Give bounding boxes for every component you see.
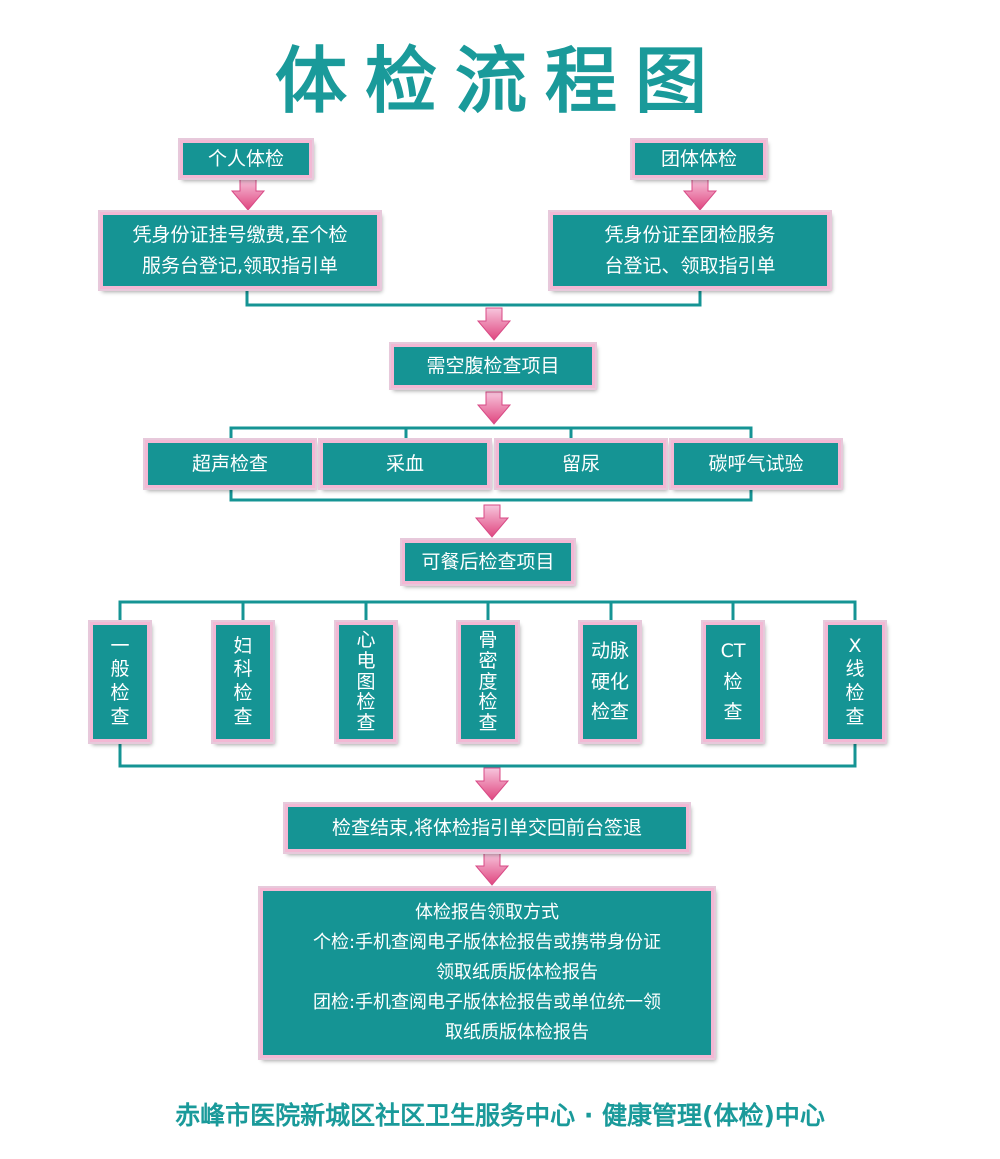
down-arrow-icon bbox=[474, 852, 510, 886]
split-line-fasting bbox=[229, 426, 753, 440]
down-arrow-icon bbox=[474, 767, 510, 801]
report-group-line-2: 取纸质版体检报告 bbox=[445, 1022, 589, 1043]
down-arrow-icon bbox=[474, 504, 510, 538]
merge-line-after-meal bbox=[118, 742, 857, 768]
after-meal-item-ct: CT 检 查 bbox=[703, 622, 763, 742]
report-individual-line-2: 领取纸质版体检报告 bbox=[436, 962, 598, 983]
report-collection-box: 体检报告领取方式 个检:手机查阅电子版体检报告或携带身份证 领取纸质版体检报告 … bbox=[260, 888, 714, 1058]
merge-line-registration bbox=[245, 289, 702, 307]
page-title: 体检流程图 bbox=[274, 39, 725, 123]
individual-register-box: 凭身份证挂号缴费,至个检 服务台登记,领取指引单 bbox=[100, 212, 380, 289]
after-meal-item-xray: X 线 检 查 bbox=[825, 622, 885, 742]
individual-exam-box: 个人体检 bbox=[180, 140, 312, 178]
after-meal-item-arteriosclerosis: 动脉 硬化 检查 bbox=[580, 622, 640, 742]
down-arrow-icon bbox=[230, 177, 266, 211]
report-heading: 体检报告领取方式 bbox=[415, 902, 559, 923]
after-meal-item-bone-density: 骨 密 度 检 查 bbox=[458, 622, 518, 742]
group-register-box: 凭身份证至团检服务 台登记、领取指引单 bbox=[550, 212, 830, 289]
report-group-line-1: 团检:手机查阅电子版体检报告或单位统一领 bbox=[312, 992, 662, 1013]
after-meal-item-gynecology: 妇 科 检 查 bbox=[213, 622, 273, 742]
fasting-item-ultrasound: 超声检查 bbox=[145, 440, 315, 488]
fasting-item-urine: 留尿 bbox=[496, 440, 666, 488]
down-arrow-icon bbox=[476, 307, 512, 341]
fasting-item-breath-test: 碳呼气试验 bbox=[671, 440, 841, 488]
down-arrow-icon bbox=[682, 177, 718, 211]
after-meal-item-general: 一 般 检 查 bbox=[90, 622, 150, 742]
after-meal-item-ecg: 心 电 图 检 查 bbox=[336, 622, 396, 742]
group-exam-box: 团体体检 bbox=[632, 140, 766, 178]
report-individual-line-1: 个检:手机查阅电子版体检报告或携带身份证 bbox=[312, 932, 662, 953]
footer-organization: 赤峰市医院新城区社区卫生服务中心 · 健康管理(体检)中心 bbox=[175, 1101, 825, 1130]
down-arrow-icon bbox=[476, 391, 512, 425]
fasting-items-box: 需空腹检查项目 bbox=[391, 344, 595, 388]
after-meal-items-box: 可餐后检查项目 bbox=[402, 540, 574, 584]
merge-line-fasting bbox=[229, 488, 753, 502]
checkout-box: 检查结束,将体检指引单交回前台签退 bbox=[285, 804, 689, 852]
fasting-item-blood: 采血 bbox=[320, 440, 490, 488]
